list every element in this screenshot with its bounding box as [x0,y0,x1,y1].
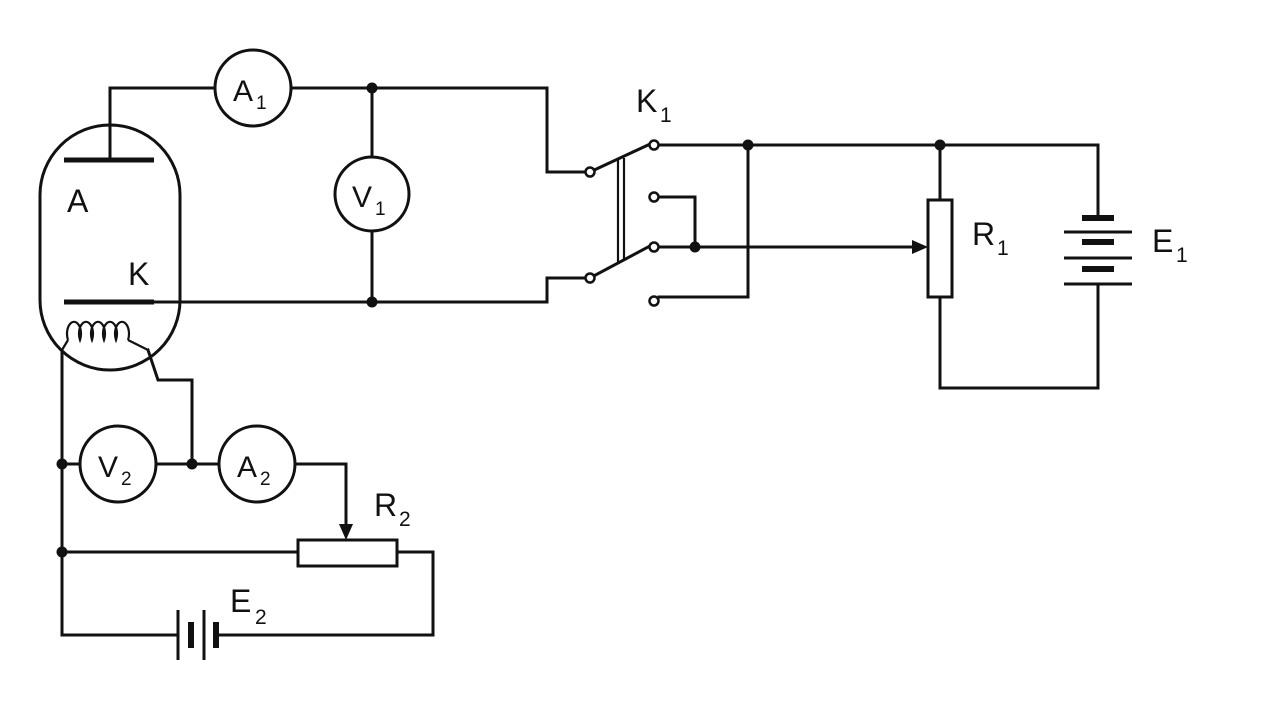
resistor-r2 [296,538,399,568]
svg-text:2: 2 [255,606,267,629]
battery-e1-label: E 1 [1152,223,1188,267]
svg-text:E: E [230,583,251,619]
filament-circuit-wires [60,348,435,637]
svg-text:1: 1 [256,93,267,114]
anode-supply-wires [657,143,1100,390]
anode-circuit-wires [108,86,592,304]
svg-text:V: V [352,181,372,214]
svg-text:2: 2 [260,469,271,490]
junction-dots [56,82,946,558]
anode-label: A [67,183,89,219]
svg-text:V: V [98,451,118,484]
cathode-label: K [128,256,149,292]
switch-k1-label: K 1 [636,83,672,127]
svg-text:R: R [972,216,995,252]
svg-text:1: 1 [997,237,1009,260]
svg-text:1: 1 [1176,244,1188,267]
svg-text:A: A [233,75,253,108]
filament-coil [65,320,131,344]
ammeter-a2: A 2 [217,424,297,504]
r2-slider-arrow [339,524,353,540]
battery-e2-label: E 2 [230,583,267,629]
svg-text:1: 1 [660,104,672,127]
voltmeter-v1: V 1 [333,155,411,233]
resistor-r1 [926,198,954,299]
svg-text:1: 1 [375,199,386,220]
vacuum-tube [38,123,182,372]
svg-text:E: E [1152,223,1173,259]
svg-text:A: A [237,451,257,484]
resistor-r1-label: R 1 [972,216,1009,260]
voltmeter-v2: V 2 [78,424,158,504]
svg-text:2: 2 [121,469,132,490]
battery-e1 [1064,215,1132,286]
ammeter-a1: A 1 [213,48,293,128]
svg-text:2: 2 [399,508,411,531]
svg-text:R: R [374,487,397,523]
battery-e2 [176,610,219,660]
switch-k1 [584,139,660,307]
resistor-r2-label: R 2 [374,487,411,531]
svg-text:K: K [636,83,657,119]
